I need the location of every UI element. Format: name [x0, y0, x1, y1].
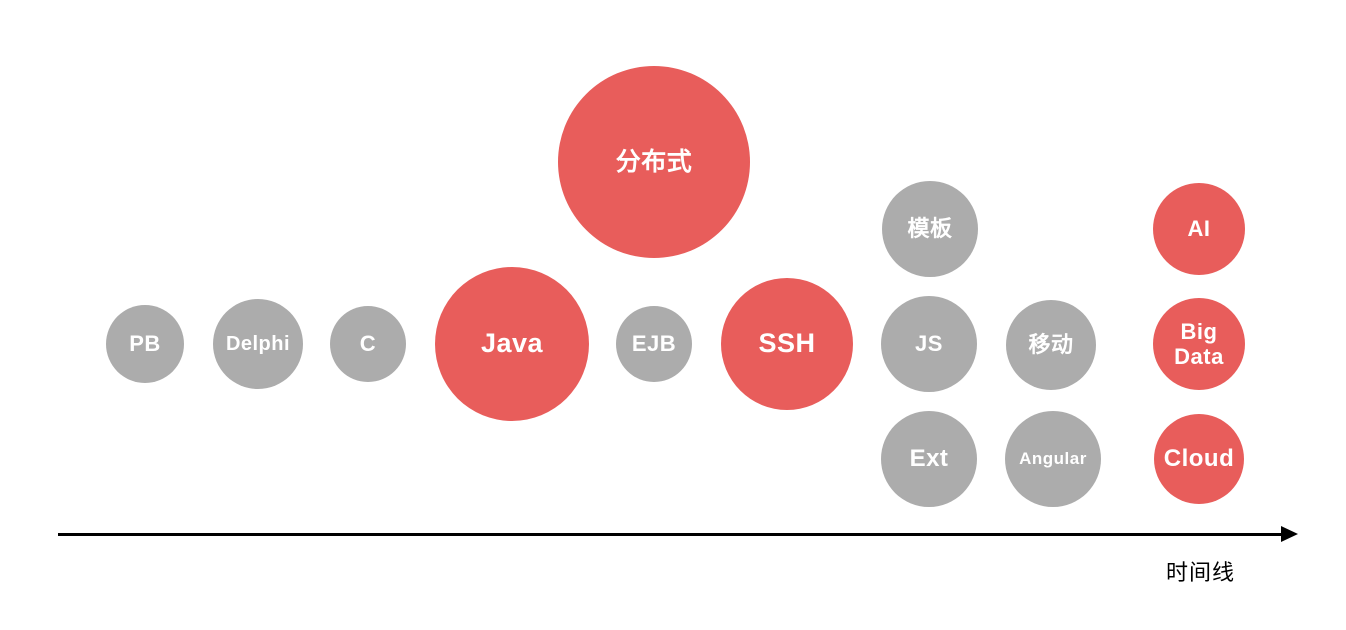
- bubble-label: 移动: [1028, 332, 1074, 358]
- bubble-pb: PB: [106, 305, 184, 383]
- bubble-distributed: 分布式: [558, 66, 750, 258]
- bubble-label: Java: [480, 328, 544, 359]
- bubble-label: AI: [1187, 216, 1211, 242]
- timeline-arrowhead-icon: [1281, 526, 1298, 542]
- bubble-label: 分布式: [615, 147, 693, 176]
- bubble-angular: Angular: [1005, 411, 1101, 507]
- bubble-template: 模板: [882, 181, 978, 277]
- bubble-label: PB: [129, 331, 161, 357]
- bubble-label: Delphi: [225, 332, 291, 355]
- bubble-label: SSH: [758, 328, 816, 359]
- bubble-label: Angular: [1019, 449, 1087, 469]
- bubble-ssh: SSH: [721, 278, 853, 410]
- bubble-delphi: Delphi: [213, 299, 303, 389]
- bubble-java: Java: [435, 267, 589, 421]
- bubble-label: Cloud: [1163, 445, 1235, 473]
- bubble-label: Big Data: [1174, 318, 1224, 369]
- bubble-js: JS: [881, 296, 977, 392]
- bubble-label: 模板: [907, 216, 953, 242]
- timeline-label: 时间线: [1166, 560, 1236, 585]
- bubble-label: JS: [915, 331, 943, 357]
- bubble-ai: AI: [1153, 183, 1245, 275]
- timeline-axis-line: [58, 533, 1281, 536]
- bubble-mobile: 移动: [1006, 300, 1096, 390]
- bubble-label: C: [359, 331, 377, 357]
- bubble-label: EJB: [631, 331, 677, 357]
- bubble-ejb: EJB: [616, 306, 692, 382]
- bubble-c: C: [330, 306, 406, 382]
- bubble-cloud: Cloud: [1154, 414, 1244, 504]
- bubble-label: Ext: [909, 445, 949, 473]
- bubble-ext: Ext: [881, 411, 977, 507]
- bubble-big-data: Big Data: [1153, 298, 1245, 390]
